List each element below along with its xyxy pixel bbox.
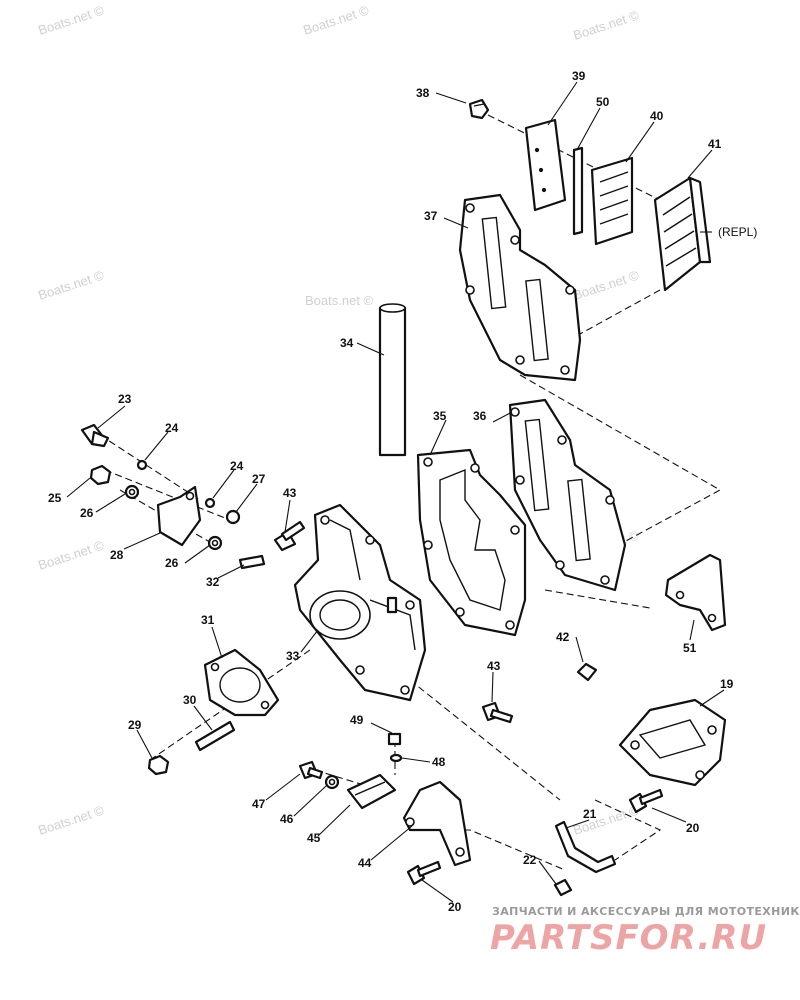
part-51-plate [664, 553, 727, 632]
callouts: 38 39 50 40 41 37 34 23 24 24 27 25 26 2… [48, 69, 757, 914]
part-42-screw [576, 662, 598, 682]
watermark: Boats.net © [36, 802, 106, 837]
part-44-bracket [402, 780, 472, 867]
part-49-screw [387, 732, 402, 746]
repl-label: (REPL) [718, 225, 757, 239]
callout-26: 26 [80, 506, 94, 520]
callout-37: 37 [424, 209, 438, 223]
callout-43b: 43 [487, 659, 501, 673]
part-25-nut [89, 464, 112, 486]
callout-39: 39 [572, 69, 586, 83]
shop-tagline: ЗАПЧАСТИ И АКСЕССУАРЫ ДЛЯ МОТОТЕХНИКИ [492, 905, 800, 918]
part-40-reeds [590, 156, 634, 246]
callout-27: 27 [252, 472, 266, 486]
part-31-gasket [203, 648, 280, 717]
callout-47: 47 [252, 797, 266, 811]
callout-38: 38 [416, 86, 430, 100]
callout-34: 34 [340, 336, 354, 350]
callout-20b: 20 [686, 821, 700, 835]
part-29-nut [147, 754, 170, 776]
part-28-bracket [156, 485, 202, 547]
watermark: Boats.net © [301, 2, 371, 37]
part-24-washer [136, 459, 216, 509]
callout-28: 28 [110, 548, 124, 562]
callout-19: 19 [720, 677, 734, 691]
part-35-gasket [416, 448, 527, 637]
watermark: Boats.net © [305, 293, 374, 308]
watermark: Boats.net © [36, 267, 106, 302]
callout-50: 50 [596, 95, 610, 109]
callout-49: 49 [350, 713, 364, 727]
shop-logo: PARTSFOR.RU [490, 918, 768, 958]
callout-26b: 26 [165, 556, 179, 570]
part-21-clamp [554, 820, 617, 874]
part-33-intake-manifold [293, 503, 427, 702]
part-23-fitting [80, 423, 110, 448]
watermark: Boats.net © [36, 2, 106, 37]
callout-43: 43 [283, 486, 297, 500]
part-38-screw [468, 98, 490, 120]
callout-46: 46 [280, 812, 294, 826]
part-34-tube [378, 303, 407, 457]
part-36-gasket [508, 398, 627, 592]
watermark: Boats.net © [36, 537, 106, 572]
callout-30: 30 [183, 693, 197, 707]
callout-45: 45 [307, 831, 321, 845]
part-20-bolt [628, 788, 664, 814]
part-45-clip [346, 773, 397, 810]
part-32-stud [238, 554, 266, 570]
callout-21: 21 [583, 807, 597, 821]
watermark: Boats.net © [571, 802, 641, 837]
watermark: Boats.net © [571, 267, 641, 302]
part-39-reed-stop [524, 118, 567, 212]
callout-24b: 24 [230, 459, 244, 473]
part-30-stud [194, 720, 236, 752]
part-26-washer [124, 484, 223, 551]
part-50-strip [572, 146, 584, 236]
part-20-bolt [406, 860, 442, 886]
leader-lines [66, 81, 725, 903]
part-37-gasket [458, 193, 582, 382]
part-19-mount [618, 698, 727, 787]
part-47-bolt [298, 760, 324, 780]
watermark: Boats.net © [571, 7, 641, 42]
callout-32: 32 [206, 575, 220, 589]
part-48-washer [389, 753, 403, 763]
callout-42: 42 [556, 630, 570, 644]
callout-48: 48 [432, 755, 446, 769]
part-43-bolt [481, 701, 514, 724]
callout-24: 24 [165, 421, 179, 435]
part-22-screw [553, 878, 573, 897]
callout-23: 23 [118, 392, 132, 406]
callout-31: 31 [201, 613, 215, 627]
callout-22: 22 [523, 853, 537, 867]
part-27-nut [225, 509, 241, 525]
callout-25: 25 [48, 491, 62, 505]
part-41-reed-block [653, 176, 712, 292]
callout-35: 35 [433, 409, 447, 423]
callout-40: 40 [650, 109, 664, 123]
callout-44: 44 [358, 856, 372, 870]
callout-41: 41 [708, 137, 722, 151]
part-46-washer [324, 774, 340, 790]
callout-51: 51 [683, 641, 697, 655]
part-43-bolt [273, 520, 306, 552]
callout-36: 36 [473, 409, 487, 423]
callout-20: 20 [448, 900, 462, 914]
callout-29: 29 [128, 718, 142, 732]
callout-33: 33 [286, 649, 300, 663]
